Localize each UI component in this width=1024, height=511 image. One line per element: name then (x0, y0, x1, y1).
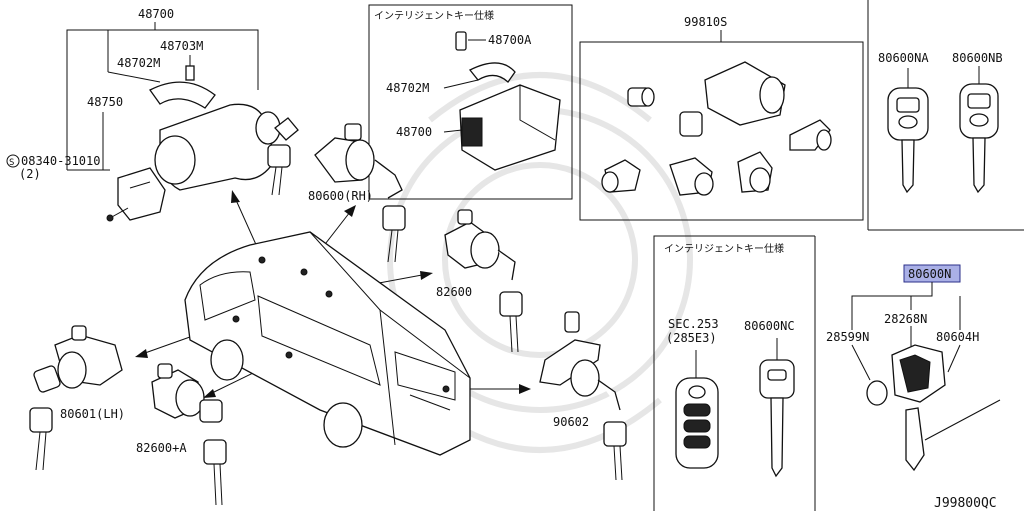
door-lock-rh (314, 123, 406, 263)
label-82600: 82600 (436, 285, 472, 299)
s-mark-circle (6, 154, 20, 168)
label-48700a: 48700A (488, 33, 532, 47)
key-80600n-set (851, 264, 1001, 472)
label-80600nc: 80600NC (744, 319, 795, 333)
label-08340: 08340-31010 (21, 154, 100, 168)
labels: 48700 48703M 48702M 48750 S 08340-31010 … (6, 7, 1003, 511)
label-48750: 48750 (87, 95, 123, 109)
label-s-mark: S (9, 158, 14, 168)
label-48700-box: 48700 (396, 125, 432, 139)
label-99810s: 99810S (684, 15, 727, 29)
label-intelligent-key-spec-2: インテリジェントキー仕様 (664, 242, 784, 255)
intelligent-key-box-top (368, 4, 573, 200)
label-08340-qty: (2) (19, 167, 41, 181)
intelligent-key-fob (675, 338, 795, 478)
label-sec253-ref: (285E3) (666, 331, 717, 345)
label-80600rh: 80600(RH) (308, 189, 373, 203)
label-sec253: SEC.253 (668, 317, 719, 331)
van-body (184, 231, 471, 456)
label-diagram-code: J99800QC (934, 496, 997, 511)
label-28268n: 28268N (884, 312, 927, 326)
label-48700-top: 48700 (138, 7, 174, 21)
back-door-lock (539, 311, 627, 481)
door-lock-82600 (444, 209, 523, 353)
label-80604h: 80604H (936, 330, 979, 344)
label-intelligent-key-spec-1: インテリジェントキー仕様 (374, 9, 494, 22)
intelligent-key-parts (443, 31, 561, 171)
label-48702m-left: 48702M (117, 56, 160, 70)
frames (368, 0, 1024, 511)
door-lock-lh (29, 325, 123, 471)
label-28599n: 28599N (826, 330, 869, 344)
label-80600nb: 80600NB (952, 51, 1003, 65)
label-80600n: 80600N (908, 267, 951, 281)
ignition-assembly (66, 22, 299, 222)
label-90602: 90602 (553, 415, 589, 429)
keys-top-right (887, 66, 999, 194)
label-80601lh: 80601(LH) (60, 407, 125, 421)
label-48702m-box: 48702M (386, 81, 429, 95)
label-82600a: 82600+A (136, 441, 187, 455)
door-lock-82600a (151, 363, 227, 506)
label-80600na: 80600NA (878, 51, 929, 65)
label-48703m: 48703M (160, 39, 203, 53)
kit-99810-parts (601, 30, 832, 196)
